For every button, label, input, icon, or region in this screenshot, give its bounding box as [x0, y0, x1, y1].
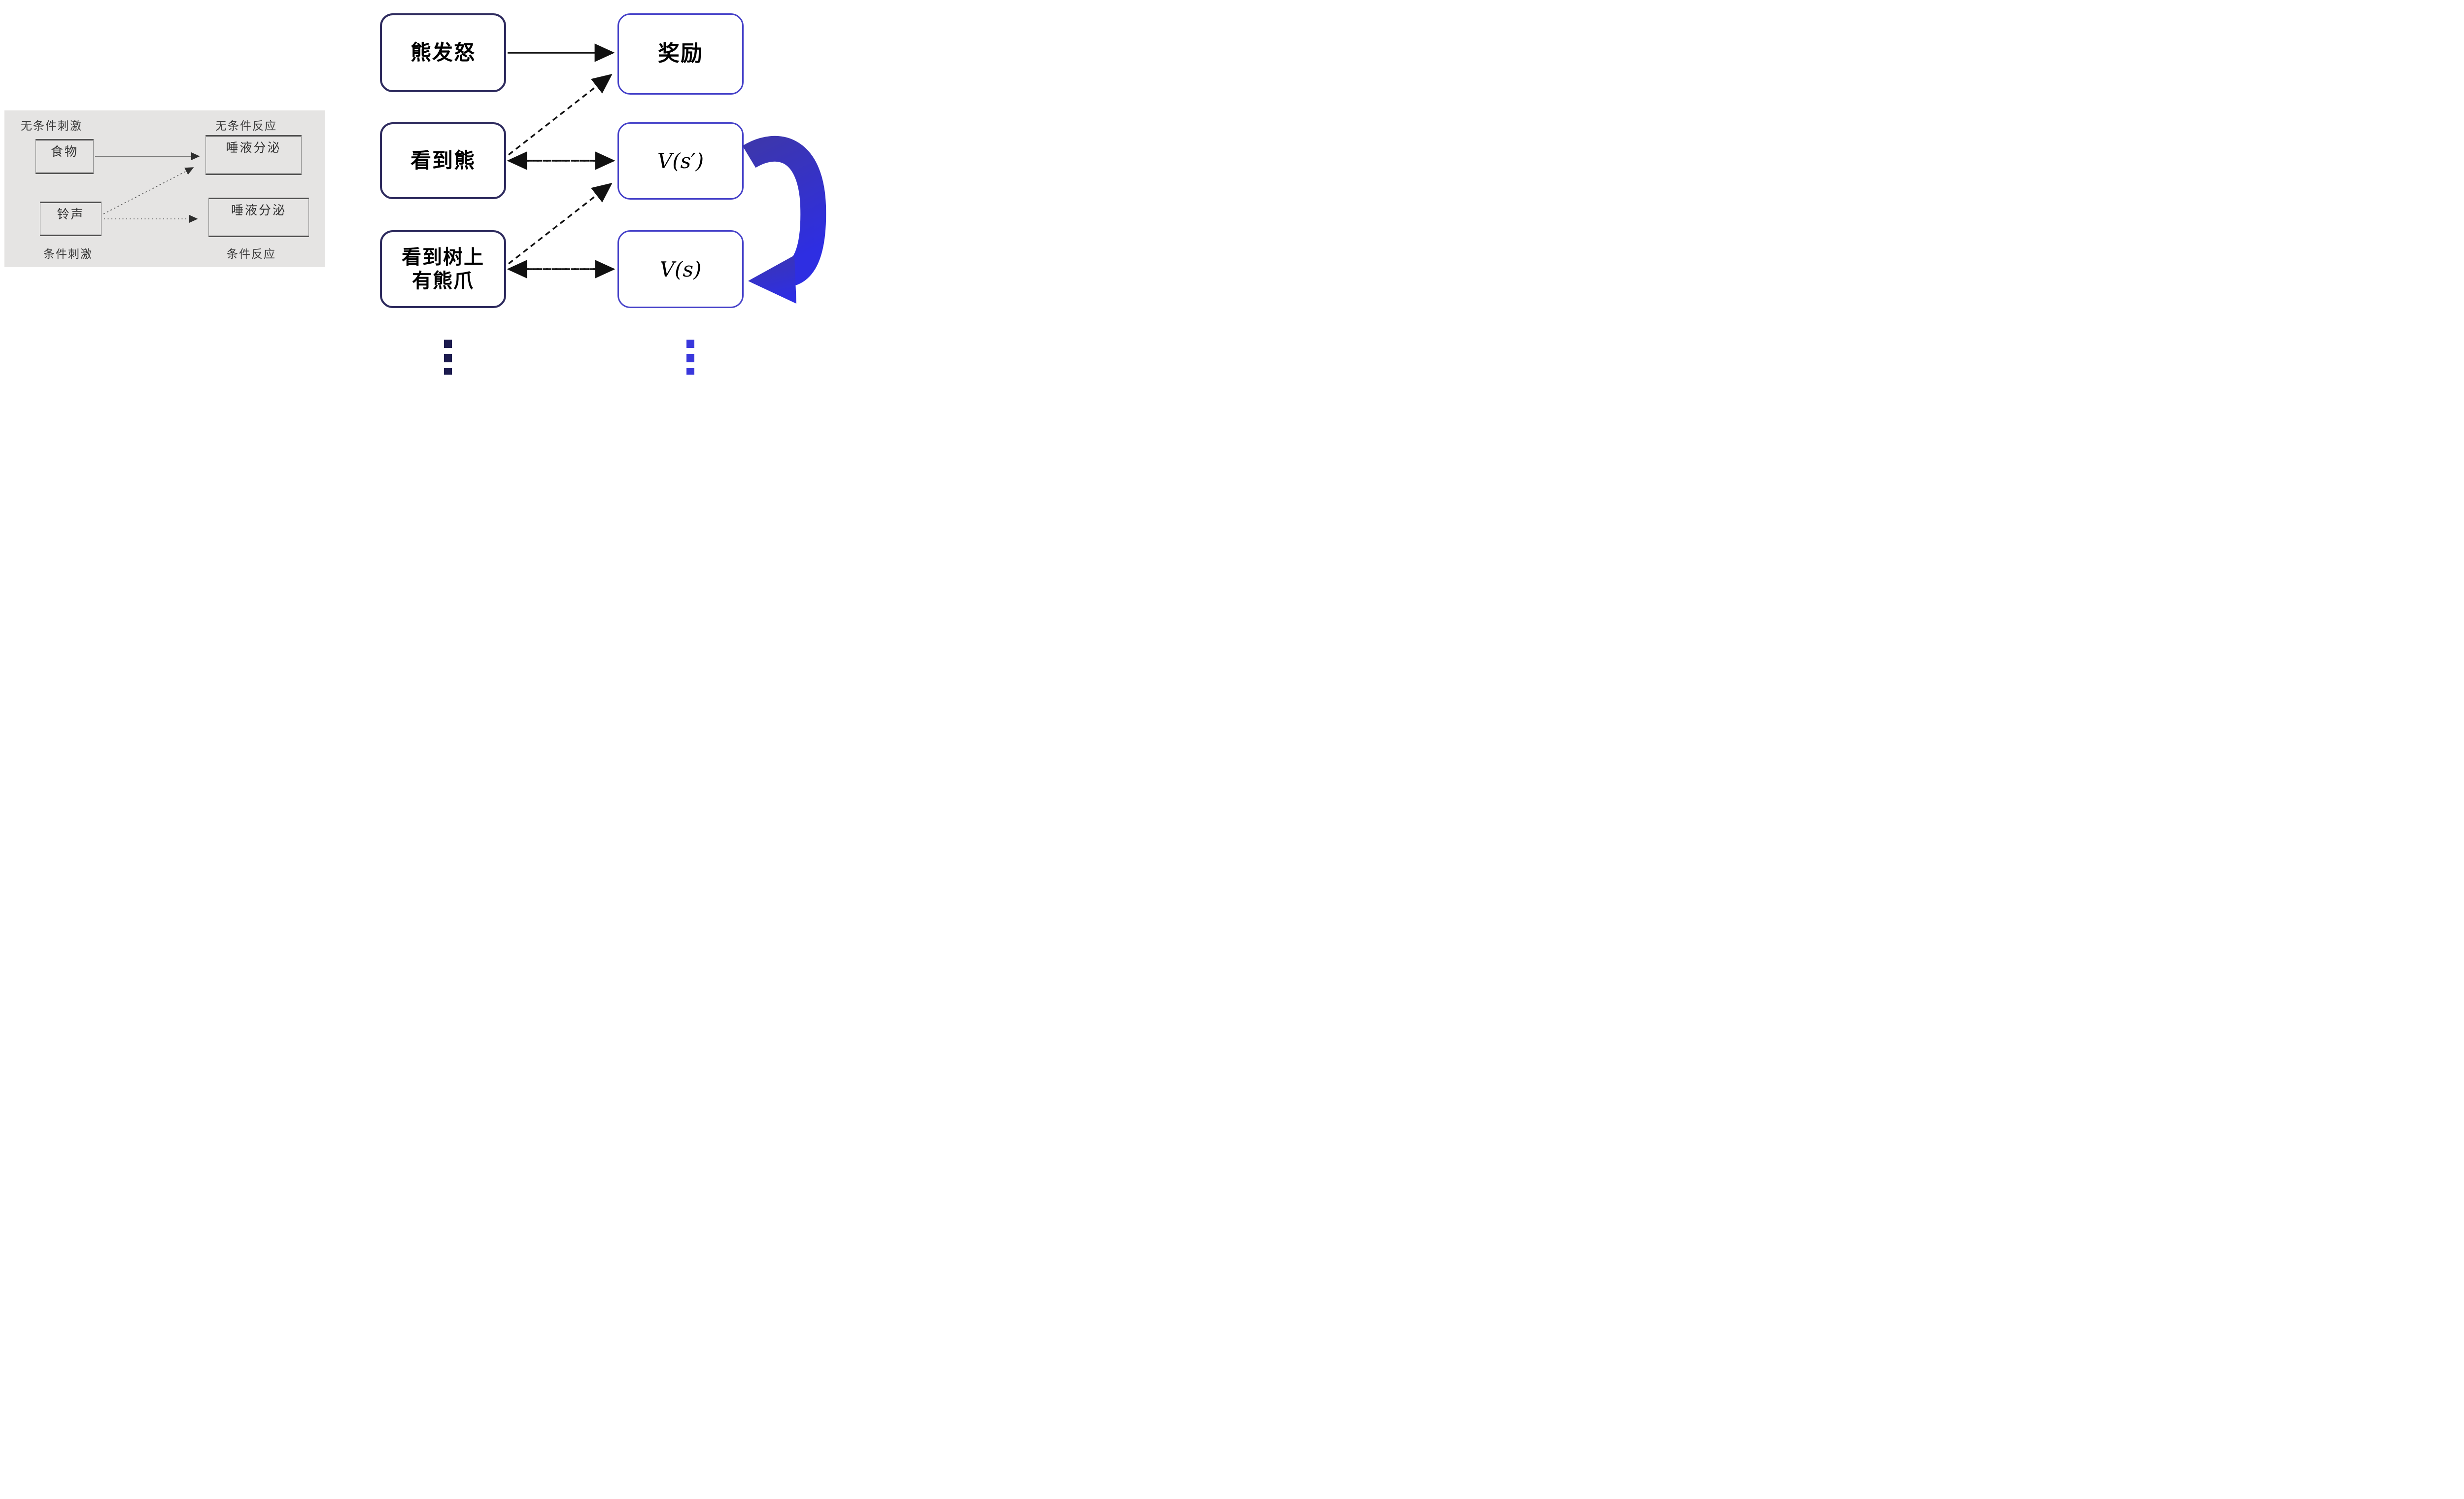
vertical-ellipsis-right: [686, 340, 694, 375]
ellipsis-dot: [686, 340, 694, 348]
box-value-current: V(s): [617, 230, 744, 308]
curved-update-arrow-head: [748, 255, 796, 304]
label-unconditioned-stimulus: 无条件刺激: [21, 120, 82, 133]
ellipsis-dot: [686, 368, 694, 375]
box-value-next-label: V(s′): [657, 149, 704, 173]
box-value-next: V(s′): [617, 122, 744, 200]
box-see-claw: 看到树上 有熊爪: [380, 230, 506, 308]
label-conditioned-stimulus: 条件刺激: [43, 248, 93, 261]
label-conditioned-response: 条件反应: [227, 248, 276, 261]
arrow-see-bear-to-reward-dashed: [508, 73, 613, 156]
box-see-bear: 看到熊: [380, 122, 506, 199]
ellipsis-dot: [444, 354, 452, 362]
vertical-ellipsis-left: [444, 340, 452, 375]
classical-conditioning-panel: 无条件刺激 无条件反应 食物 唾液分泌 铃声 唾液分泌 条件刺激 条件反应: [4, 110, 325, 267]
ellipsis-dot: [444, 368, 452, 375]
box-salivation-conditioned: 唾液分泌: [208, 198, 309, 237]
diagram-canvas: 无条件刺激 无条件反应 食物 唾液分泌 铃声 唾液分泌 条件刺激 条件反应 熊发…: [0, 0, 827, 375]
box-bell: 铃声: [40, 202, 102, 236]
ellipsis-dot: [686, 354, 694, 362]
curved-update-arrow: [742, 136, 826, 304]
box-salivation-unconditioned: 唾液分泌: [205, 135, 302, 175]
box-see-bear-label: 看到熊: [410, 148, 476, 173]
box-bear-angry-label: 熊发怒: [410, 40, 476, 65]
label-unconditioned-response: 无条件反应: [215, 120, 277, 133]
arrow-see-claw-to-value-next-dashed: [508, 182, 613, 265]
box-food: 食物: [35, 139, 94, 174]
ellipsis-dot: [444, 340, 452, 348]
box-reward-label: 奖励: [658, 41, 703, 67]
box-see-claw-line1: 看到树上: [402, 246, 484, 269]
box-reward: 奖励: [617, 13, 744, 95]
box-see-claw-line2: 有熊爪: [412, 270, 474, 292]
curved-update-arrow-band: [742, 136, 826, 287]
box-value-current-label: V(s): [659, 257, 702, 281]
box-bear-angry: 熊发怒: [380, 13, 506, 92]
